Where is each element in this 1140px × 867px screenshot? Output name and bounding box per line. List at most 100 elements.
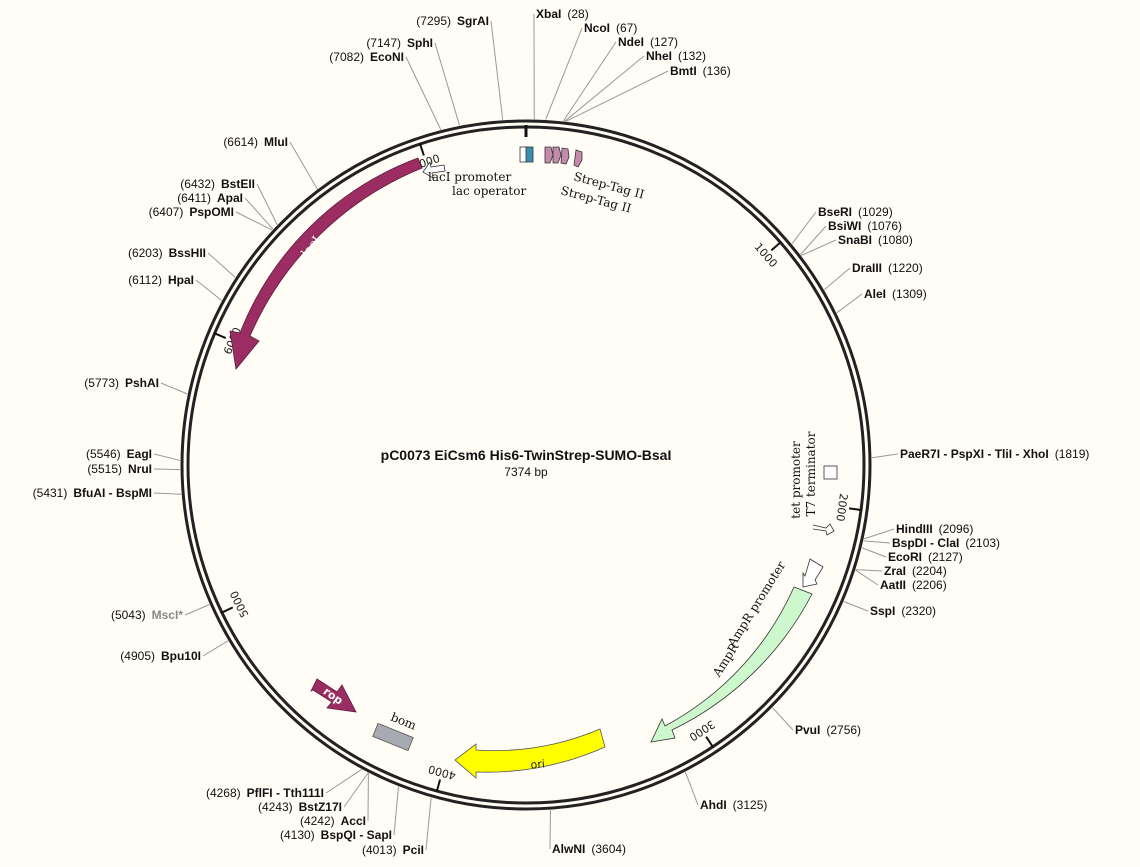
site-label: PvuI(2756) — [795, 723, 861, 737]
site-sgrai[interactable]: (7295)SgrAI — [416, 14, 504, 120]
site-bsiwi[interactable]: BsiWI(1076) — [800, 219, 902, 255]
site-leader-line — [343, 772, 369, 808]
site-hindiii[interactable]: HindIII(2096) — [863, 522, 973, 540]
site-alwni[interactable]: AlwNI(3604) — [549, 810, 626, 856]
tick-mark — [435, 779, 442, 793]
site-pvui[interactable]: PvuI(2756) — [772, 707, 861, 737]
bom-box — [372, 722, 414, 752]
feature-ori[interactable]: ori — [454, 728, 606, 779]
feature-lac-operator[interactable]: lac operator — [452, 146, 534, 198]
site-ahdi[interactable]: AhdI(3125) — [684, 771, 767, 812]
site-label: NdeI(127) — [618, 35, 678, 49]
site-zrai[interactable]: ZraI(2204) — [855, 564, 947, 578]
site-alei[interactable]: AleI(1309) — [836, 287, 927, 314]
site-label: (7295)SgrAI — [416, 14, 489, 28]
site-label: SnaBI(1080) — [838, 233, 913, 247]
strep-tag-2b-glyph — [573, 149, 583, 168]
strep-tag-1-glyph — [544, 146, 554, 164]
site-label: (6112)HpaI — [128, 273, 194, 287]
site-nhei[interactable]: NheI(132) — [564, 49, 706, 122]
site-leader-line — [235, 211, 273, 231]
site-xbai[interactable]: XbaI(28) — [533, 7, 589, 120]
site-pspomi[interactable]: (6407)PspOMI — [149, 205, 273, 231]
site-snabi[interactable]: SnaBI(1080) — [801, 233, 913, 256]
site-mlui[interactable]: (6614)MluI — [223, 135, 318, 190]
tick-label: 4000 — [427, 762, 457, 782]
site-leader-line — [153, 468, 181, 471]
site-label: BspDI - ClaI(2103) — [892, 536, 1000, 550]
AmpR-promoter-arrow — [802, 558, 824, 588]
feature-tet-promoter[interactable]: tet promoter — [789, 441, 835, 536]
site-label: BmtI(136) — [670, 64, 731, 78]
lac-operator-box — [525, 146, 534, 163]
site-label: SspI(2320) — [870, 604, 936, 618]
site-bpu10i[interactable]: (4905)Bpu10I — [120, 640, 229, 663]
site-leader-line — [490, 20, 504, 120]
site-bstz17i[interactable]: (4243)BstZ17I — [258, 772, 369, 814]
site-pshai[interactable]: (5773)PshAI — [84, 376, 188, 395]
site-draiii[interactable]: DraIII(1220) — [823, 261, 923, 291]
site-sphi[interactable]: (7147)SphI — [366, 36, 460, 126]
site-hpai[interactable]: (6112)HpaI — [128, 273, 222, 301]
site-leader-line — [195, 279, 222, 301]
site-bsteii[interactable]: (6432)BstEII — [180, 177, 278, 225]
site-label: HindIII(2096) — [896, 522, 973, 536]
AmpR-arrow — [650, 586, 813, 743]
site-label: (4243)BstZ17I — [258, 800, 342, 814]
feature-AmpR[interactable]: AmpR — [650, 586, 813, 743]
site-leader-line — [684, 771, 699, 806]
site-leader-line — [861, 547, 887, 558]
site-label: (5546)EagI — [86, 447, 152, 461]
restriction-sites: XbaI(28)NcoI(67)NdeI(127)NheI(132)BmtI(1… — [33, 7, 1090, 857]
site-leader-line — [153, 453, 181, 461]
site-label: AleI(1309) — [864, 287, 927, 301]
site-label: PaeR7I - PspXI - TliI - XhoI(1819) — [900, 447, 1089, 461]
site-label: ZraI(2204) — [884, 564, 947, 578]
site-leader-line — [836, 293, 863, 314]
site-bspqi[interactable]: (4130)BspQI - SapI — [280, 786, 399, 842]
feature-rop[interactable]: rop — [310, 678, 357, 713]
site-label: (5431)BfuAI - BspMI — [33, 486, 152, 500]
site-leader-line — [405, 56, 442, 130]
tick-label: 5000 — [228, 589, 252, 620]
strep-tag-1b-glyph — [552, 146, 562, 164]
site-bfuai[interactable]: (5431)BfuAI - BspMI — [33, 486, 182, 500]
site-paer7i[interactable]: PaeR7I - PspXI - TliI - XhoI(1819) — [871, 447, 1089, 461]
site-eagi[interactable]: (5546)EagI — [86, 447, 181, 461]
site-ecori[interactable]: EcoRI(2127) — [861, 547, 963, 564]
site-leader-line — [863, 528, 895, 540]
site-ncoi[interactable]: NcoI(67) — [545, 21, 638, 120]
site-aatii[interactable]: AatII(2206) — [855, 569, 947, 592]
site-econi[interactable]: (7082)EcoNI — [329, 50, 442, 130]
site-bspdi[interactable]: BspDI - ClaI(2103) — [863, 536, 1000, 550]
plasmid-length: 7374 bp — [504, 465, 548, 479]
feature-bom[interactable]: bom — [372, 710, 419, 752]
feature-lacI[interactable]: lacI — [229, 157, 423, 370]
strep-tag-2-glyph — [560, 147, 570, 165]
site-bseri[interactable]: BseRI(1029) — [791, 205, 893, 244]
feature-lacI-promoter[interactable]: lacI promoter — [422, 161, 511, 184]
site-acci[interactable]: (4242)AccI — [300, 773, 369, 828]
site-msci*[interactable]: (5043)MscI* — [111, 604, 210, 622]
site-leader-line — [207, 252, 236, 278]
site-bsshii[interactable]: (6203)BssHII — [128, 246, 236, 278]
site-leader-line — [202, 640, 229, 657]
site-label: EcoRI(2127) — [888, 550, 963, 564]
site-pcii[interactable]: (4013)PciI — [362, 797, 432, 857]
site-pflfi[interactable]: (4268)PflFI - Tth111I — [206, 769, 362, 800]
site-apai[interactable]: (6411)ApaI — [177, 191, 274, 230]
site-ndei[interactable]: NdeI(127) — [562, 35, 678, 122]
site-label: (6614)MluI — [223, 135, 288, 149]
site-sspi[interactable]: SspI(2320) — [843, 601, 936, 618]
site-label: (5773)PshAI — [84, 376, 159, 390]
site-bmti[interactable]: BmtI(136) — [565, 64, 731, 122]
site-leader-line — [823, 267, 851, 291]
plasmid-name: pC0073 EiCsm6 His6-TwinStrep-SUMO-BsaI — [381, 447, 672, 463]
site-leader-line — [801, 239, 837, 256]
feature-T7-terminator[interactable]: T7 terminator — [804, 431, 838, 517]
lacI-promoter-arrow — [422, 161, 446, 179]
site-label: (6432)BstEII — [180, 177, 255, 191]
site-leader-line — [863, 540, 891, 544]
site-nrui[interactable]: (5515)NruI — [87, 462, 181, 476]
